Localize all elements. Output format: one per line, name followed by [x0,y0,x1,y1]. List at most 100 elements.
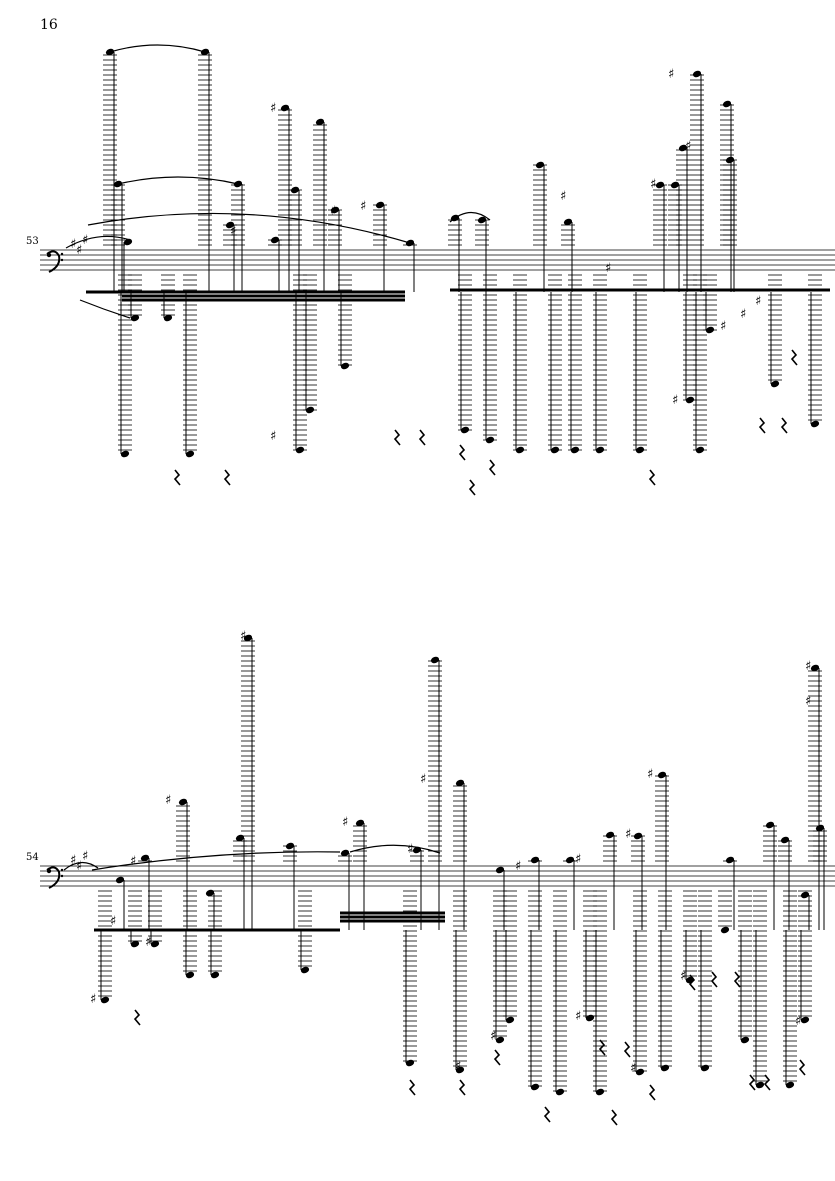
rest-icon [710,971,718,988]
notehead [412,846,422,854]
slur [117,176,239,185]
sharp-icon: ♯ [230,224,236,239]
page-number: 16 [40,17,58,33]
notehead [635,1068,645,1076]
notehead [163,314,173,322]
key-signature-sharp-icon: ♯ [70,853,76,868]
bass-clef-dot-icon [60,868,64,872]
notehead [185,450,195,458]
notehead [115,876,125,884]
notehead [810,664,820,672]
sharp-icon: ♯ [110,914,116,929]
notehead [565,856,575,864]
rest-icon [223,469,231,486]
sharp-icon: ♯ [647,767,653,782]
notehead [315,118,325,126]
notehead [235,834,245,842]
notehead [563,218,573,226]
sharp-icon: ♯ [668,67,674,82]
rest-icon [748,1074,756,1091]
notehead [755,1081,765,1089]
slur [65,235,131,249]
notehead [765,821,775,829]
notehead [722,100,732,108]
notehead [130,314,140,322]
sharp-icon: ♯ [560,189,566,204]
rest-icon [408,1079,416,1096]
notehead [725,856,735,864]
sharp-icon: ♯ [805,694,811,709]
rest-icon [133,1009,141,1026]
rest-icon [488,459,496,476]
rest-icon [598,1039,606,1056]
bass-clef-icon [46,250,61,273]
notehead [530,856,540,864]
notehead [123,238,133,246]
rest-icon [688,974,696,991]
sharp-icon: ♯ [720,319,726,334]
slur [349,844,441,854]
notehead [810,420,820,428]
rest-icon [790,349,798,366]
bass-clef-icon [46,866,61,889]
notehead [210,971,220,979]
sharp-icon: ♯ [145,935,151,950]
key-signature-sharp-icon: ♯ [82,233,88,248]
rest-icon [543,1106,551,1123]
bass-clef-dot-icon [60,874,64,878]
notehead [720,926,730,934]
sharp-icon: ♯ [490,1029,496,1044]
sharp-icon: ♯ [360,199,366,214]
notehead [243,634,253,642]
rest-icon [493,1049,501,1066]
sharp-icon: ♯ [270,101,276,116]
slur [449,211,491,223]
notehead [740,1036,750,1044]
sharp-icon: ♯ [330,204,336,219]
sharp-icon: ♯ [420,772,426,787]
notehead [495,866,505,874]
notehead [300,966,310,974]
notehead [140,854,150,862]
sharp-icon: ♯ [575,1009,581,1024]
notehead [657,771,667,779]
sharp-icon: ♯ [575,852,581,867]
sharp-icon: ♯ [755,294,761,309]
sharp-icon: ♯ [270,429,276,444]
notehead [800,891,810,899]
bass-clef-dot-icon [60,252,64,256]
notehead [455,779,465,787]
notehead [605,831,615,839]
sharp-icon: ♯ [240,629,246,644]
notehead [100,996,110,1004]
measure-number: 53 [26,236,39,247]
sharp-icon: ♯ [515,859,521,874]
rest-icon [418,429,426,446]
key-signature-sharp-icon: ♯ [76,243,82,258]
sharp-icon: ♯ [680,969,686,984]
rest-icon [610,1109,618,1126]
measure-number: 54 [26,852,39,863]
notehead [455,1066,465,1074]
slur [79,299,131,319]
sharp-icon: ♯ [685,139,691,154]
notehead [495,1036,505,1044]
sharp-icon: ♯ [650,177,656,192]
sharp-icon: ♯ [605,261,611,276]
sharp-icon: ♯ [805,659,811,674]
notehead [130,940,140,948]
sharp-icon: ♯ [165,793,171,808]
sharp-icon: ♯ [672,393,678,408]
notehead [185,971,195,979]
slur [109,44,206,53]
rest-icon [173,469,181,486]
sharp-icon: ♯ [625,827,631,842]
rest-icon [393,429,401,446]
key-signature-sharp-icon: ♯ [82,849,88,864]
notehead [595,1088,605,1096]
notehead [815,824,825,832]
notehead [692,70,702,78]
notehead [178,798,188,806]
slur [91,851,341,871]
